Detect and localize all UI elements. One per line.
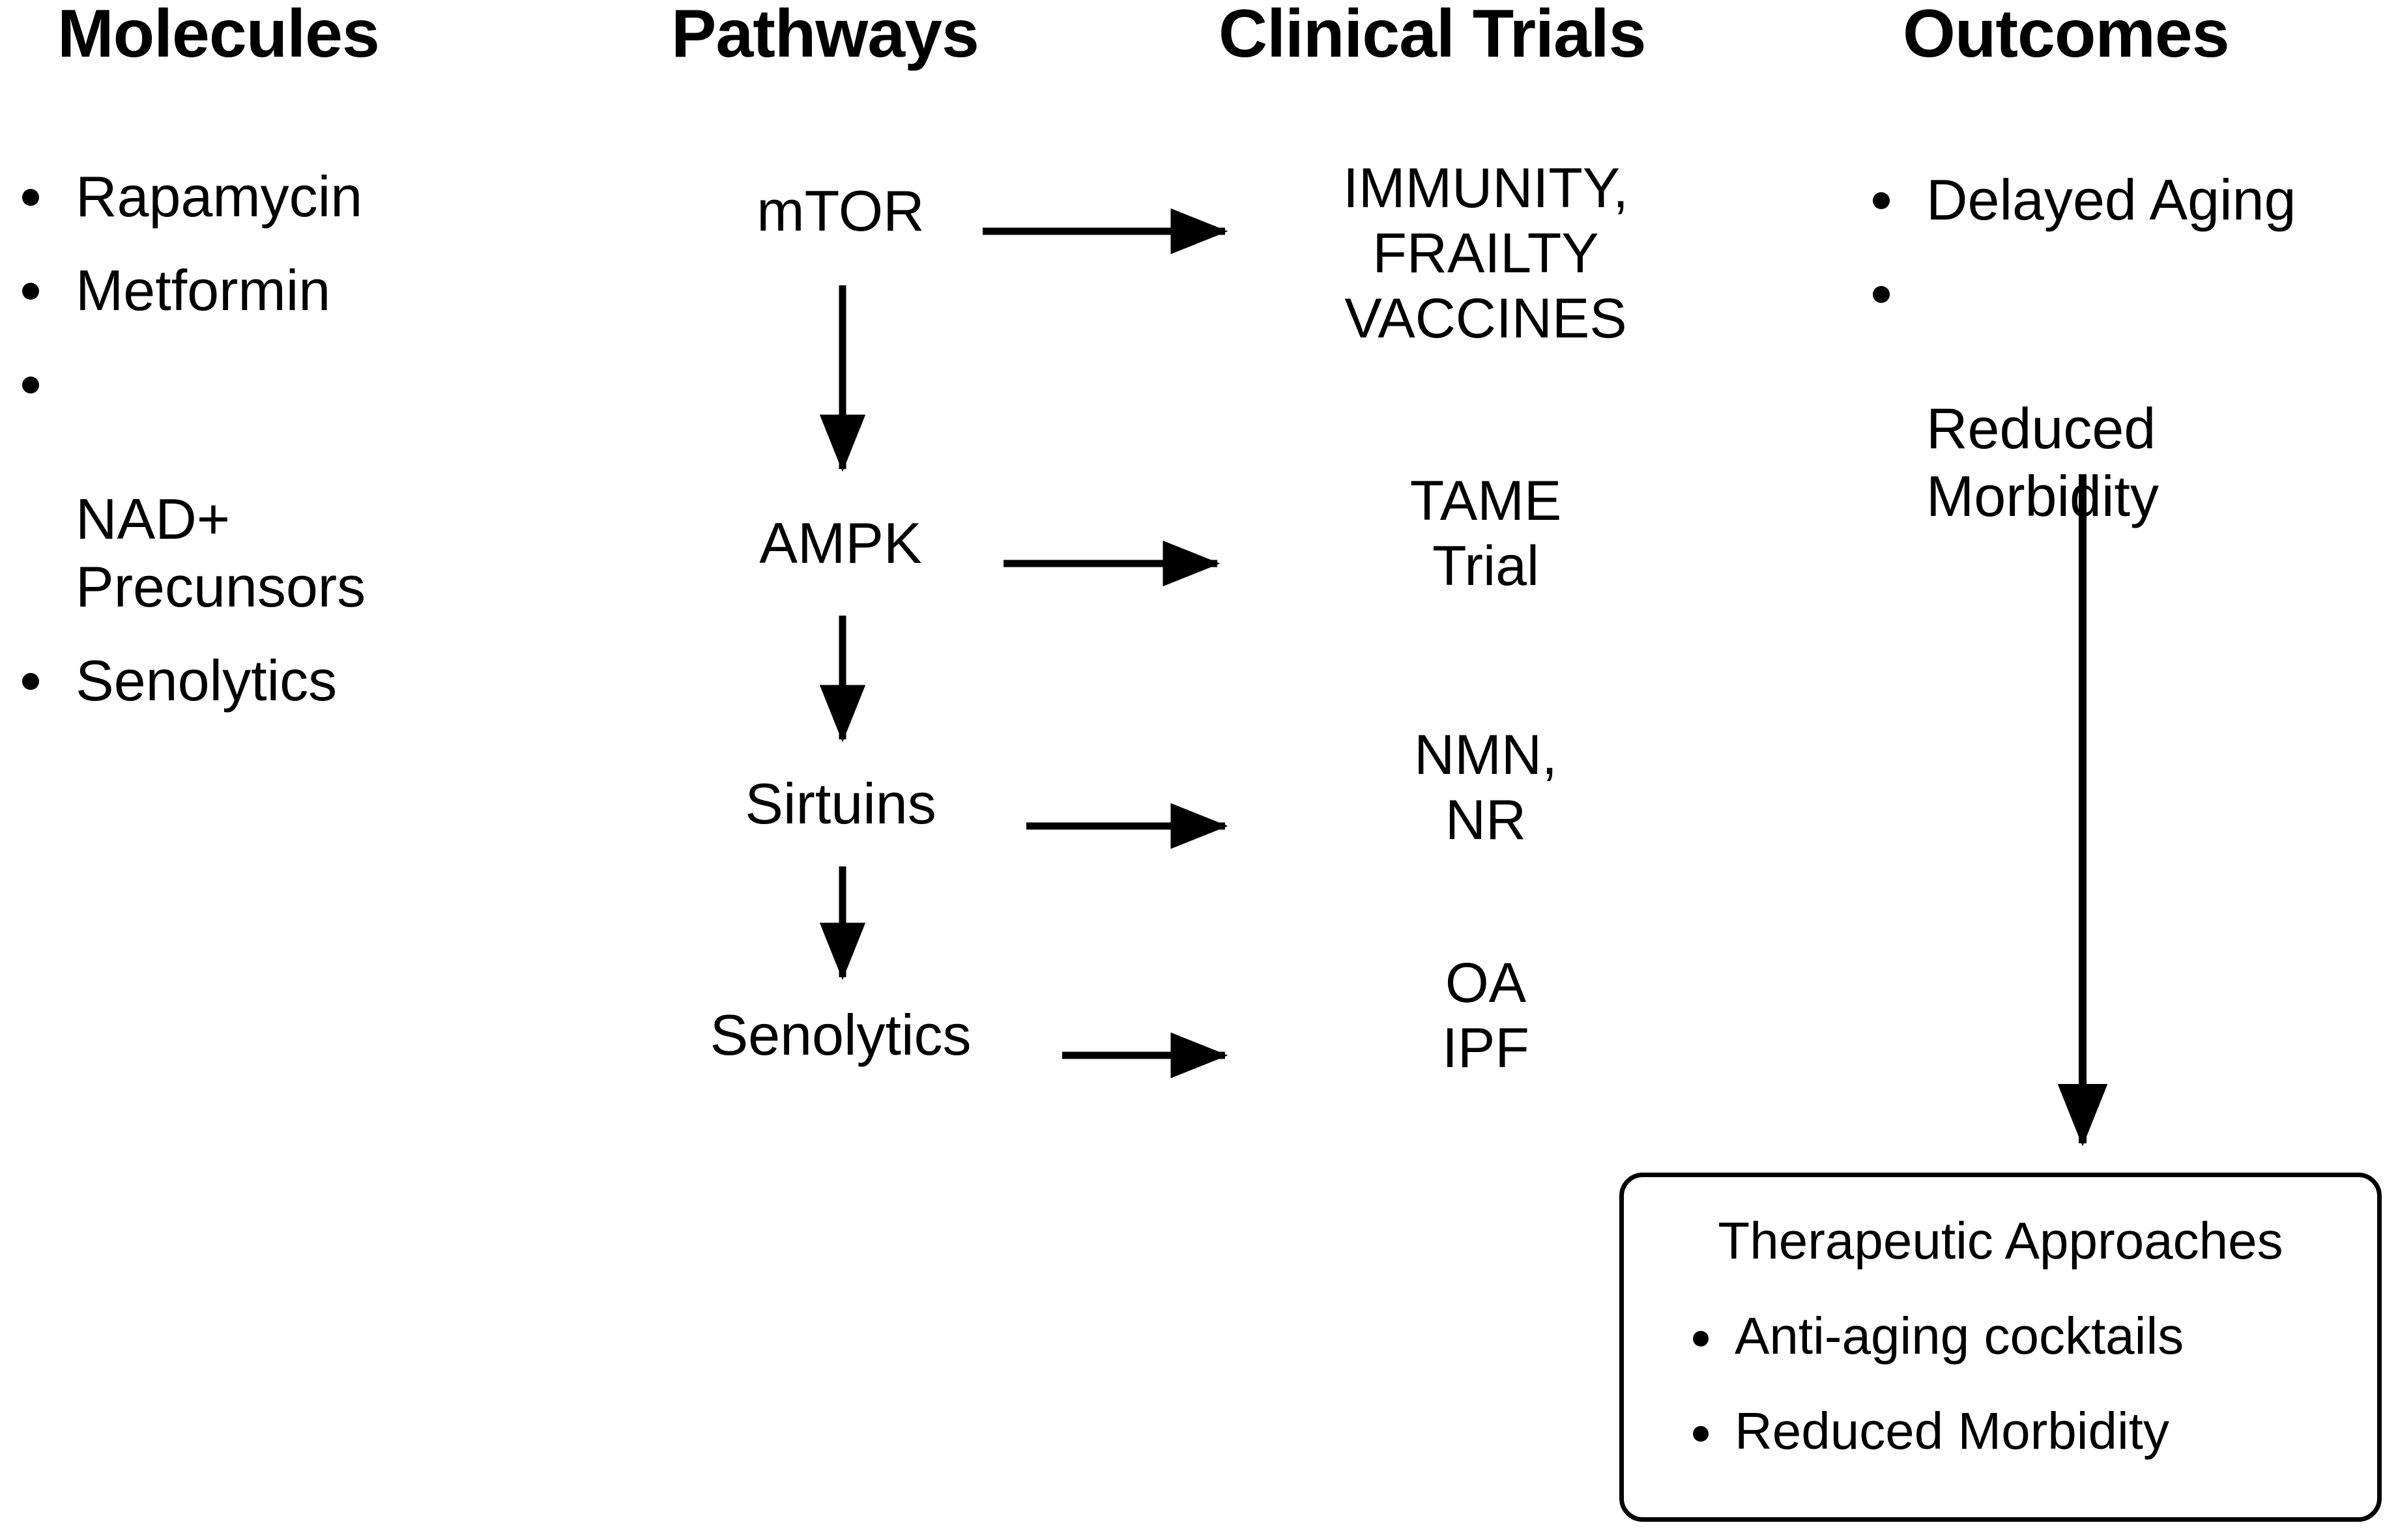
pathway-node-sirtuins: Sirtuins (745, 771, 936, 836)
list-item: Senolytics (13, 647, 534, 715)
molecules-list: Rapamycin Metformin NAD+ Precunsors Seno… (13, 163, 534, 741)
trial-block-oa-ipf: OA IPF (1442, 952, 1529, 1079)
list-item: Rapamycin (13, 163, 534, 231)
pathway-node-ampk: AMPK (759, 511, 922, 575)
outcomes-list: Delayed Aging Reduced Morbidity (1864, 166, 2398, 556)
bullet-dot-icon (1873, 192, 1890, 210)
outcome-label: Reduced Morbidity (1926, 396, 2159, 529)
list-item: NAD+ Precunsors (13, 350, 534, 621)
list-item: Anti-aging cocktails (1693, 1310, 2377, 1362)
column-header-outcomes: Outcomes (1903, 0, 2230, 72)
molecule-label: Senolytics (76, 648, 338, 713)
column-header-clinical-trials: Clinical Trials (1219, 0, 1647, 72)
therapeutic-approaches-box: Therapeutic Approaches Anti-aging cockta… (1619, 1173, 2382, 1522)
bullet-dot-icon (1693, 1426, 1709, 1442)
trial-block-immunity-frailty-vaccines: IMMUNITY, FRAILTY VACCINES (1343, 157, 1628, 350)
therapeutic-box-title: Therapeutic Approaches (1718, 1212, 2283, 1270)
bullet-dot-icon (22, 283, 39, 300)
pathway-node-senolytics: Senolytics (710, 1003, 972, 1067)
pathway-node-mtor: mTOR (757, 178, 925, 243)
therapeutic-item-label: Anti-aging cocktails (1735, 1307, 2184, 1365)
molecule-label: Rapamycin (76, 164, 363, 229)
trial-block-nmn-nr: NMN, NR (1414, 724, 1557, 851)
column-header-pathways: Pathways (671, 0, 979, 72)
bullet-dot-icon (22, 673, 39, 691)
list-item: Metformin (13, 257, 534, 324)
bullet-dot-icon (22, 189, 39, 207)
molecule-label: Metformin (76, 257, 331, 322)
bullet-dot-icon (22, 377, 39, 394)
molecule-label: NAD+ Precunsors (76, 487, 366, 620)
list-item: Reduced Morbidity (1693, 1405, 2377, 1457)
list-item: Delayed Aging (1864, 166, 2398, 234)
list-item: Reduced Morbidity (1864, 260, 2398, 530)
column-header-molecules: Molecules (57, 0, 380, 72)
therapeutic-box-list: Anti-aging cocktails Reduced Morbidity (1624, 1310, 2377, 1457)
bullet-dot-icon (1873, 286, 1890, 304)
bullet-dot-icon (1693, 1331, 1709, 1347)
therapeutic-item-label: Reduced Morbidity (1735, 1402, 2169, 1460)
trial-block-tame-trial: TAME Trial (1409, 470, 1562, 597)
outcome-label: Delayed Aging (1926, 167, 2296, 232)
